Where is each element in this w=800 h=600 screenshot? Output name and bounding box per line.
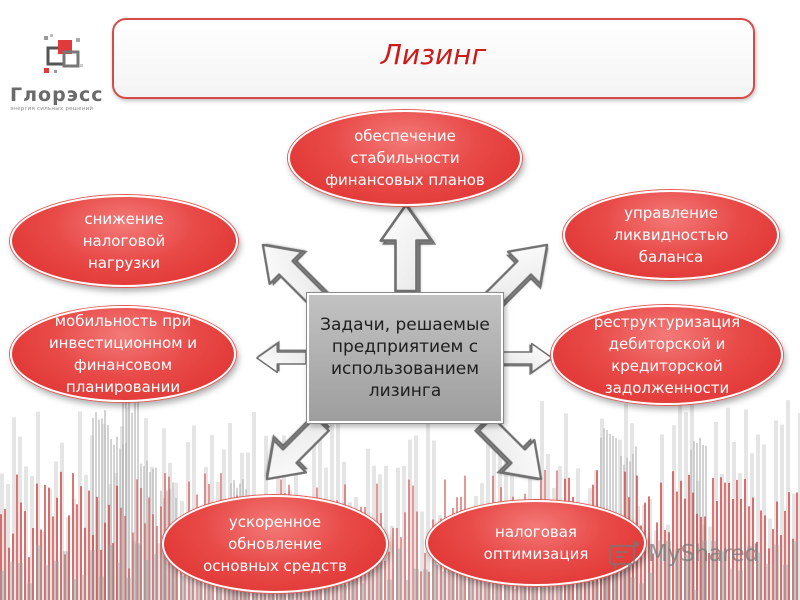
- logo-tagline: энергия сильных решений: [10, 106, 94, 112]
- bubble-bottom-left-text: ускоренное обновление основных средств: [203, 513, 347, 575]
- watermark-text: MyShared: [648, 541, 759, 567]
- title-frame: [112, 18, 755, 99]
- arrow-7: [473, 415, 543, 481]
- bubble-mid-right-text: реструктуризация дебиторской и кредиторс…: [593, 313, 741, 397]
- arrow-5: [500, 342, 553, 376]
- bubble-mid-left-text: мобильность при инвестиционном и финансо…: [48, 312, 198, 396]
- bubble-bottom-right: налоговая оптимизация: [426, 500, 646, 586]
- arrow-4: [256, 340, 309, 374]
- center-task-text: Задачи, решаемые предприятием с использо…: [320, 315, 490, 401]
- bubble-upper-right: управление ликвидностью баланса: [563, 190, 779, 280]
- bubble-bottom-right-text: налоговая оптимизация: [483, 523, 589, 563]
- arrow-2: [261, 243, 331, 309]
- bubble-upper-left: снижение налоговой нагрузки: [10, 195, 238, 287]
- logo-name: Глорэсс: [10, 84, 104, 106]
- bubble-mid-left: мобильность при инвестиционном и финансо…: [10, 306, 236, 402]
- page-title: Лизинг: [380, 38, 487, 71]
- bubble-top-text: обеспечение стабильности финансовых план…: [325, 127, 485, 189]
- arrow-1: [379, 203, 437, 296]
- bubble-mid-right: реструктуризация дебиторской и кредиторс…: [551, 305, 783, 405]
- bubble-top: обеспечение стабильности финансовых план…: [288, 110, 522, 206]
- glorass-logo-icon: [44, 34, 83, 73]
- bubble-upper-right-text: управление ликвидностью баланса: [613, 204, 729, 266]
- myshared-watermark-icon: [608, 541, 639, 569]
- bubble-bottom-left: ускоренное обновление основных средств: [162, 495, 388, 593]
- bubble-upper-left-text: снижение налоговой нагрузки: [82, 210, 166, 272]
- center-task-box: Задачи, решаемые предприятием с использо…: [307, 293, 503, 423]
